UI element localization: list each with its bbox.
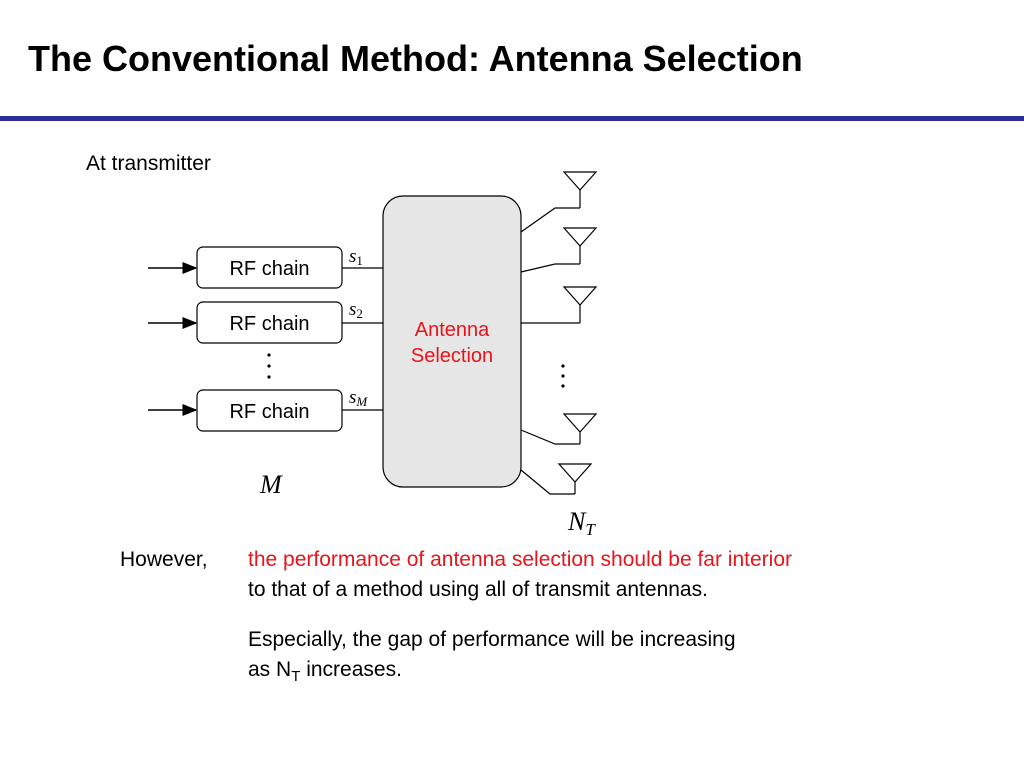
title-underline [0, 116, 1024, 121]
paragraph-gap-suffix: increases. [300, 658, 402, 681]
rf-chain-label-1: RF chain [229, 258, 309, 280]
rf-chain-label-2: RF chain [229, 313, 309, 335]
paragraph-performance-rest: to that of a method using all of transmi… [248, 578, 708, 601]
antenna-array [520, 171, 598, 495]
rf-count-label: M [259, 470, 283, 499]
antenna-selection-block [382, 195, 522, 488]
antenna-4 [520, 413, 598, 445]
paragraph-performance: the performance of antenna selection sho… [248, 545, 792, 605]
antenna-1 [520, 171, 598, 233]
antenna-count-label: NT [567, 507, 596, 539]
paragraph-gap: Especially, the gap of performance will … [248, 625, 736, 692]
paragraph-gap-subscript: T [291, 668, 301, 686]
however-lead: However, [120, 548, 208, 571]
rf-chain-label-m: RF chain [229, 401, 309, 423]
signal-label-1: s1 [349, 246, 363, 268]
paragraph-gap-prefix: as N [248, 658, 292, 681]
antenna-selection-label-line2: Selection [411, 345, 493, 367]
paragraph-gap-line2: as NT increases. [248, 655, 736, 692]
antenna-5 [520, 463, 593, 495]
antenna-selection-label-line1: Antenna [415, 319, 490, 341]
signal-label-2: s2 [349, 299, 363, 321]
paragraph-gap-line1: Especially, the gap of performance will … [248, 628, 736, 651]
signal-label-m: sM [349, 387, 368, 409]
antenna-2 [520, 227, 598, 273]
antenna-3 [521, 286, 598, 324]
rf-chain-ellipsis [267, 353, 271, 379]
antenna-ellipsis [561, 364, 565, 388]
paragraph-performance-highlight: the performance of antenna selection sho… [248, 548, 793, 571]
section-label: At transmitter [86, 152, 211, 175]
slide-title: The Conventional Method: Antenna Selecti… [28, 38, 803, 79]
